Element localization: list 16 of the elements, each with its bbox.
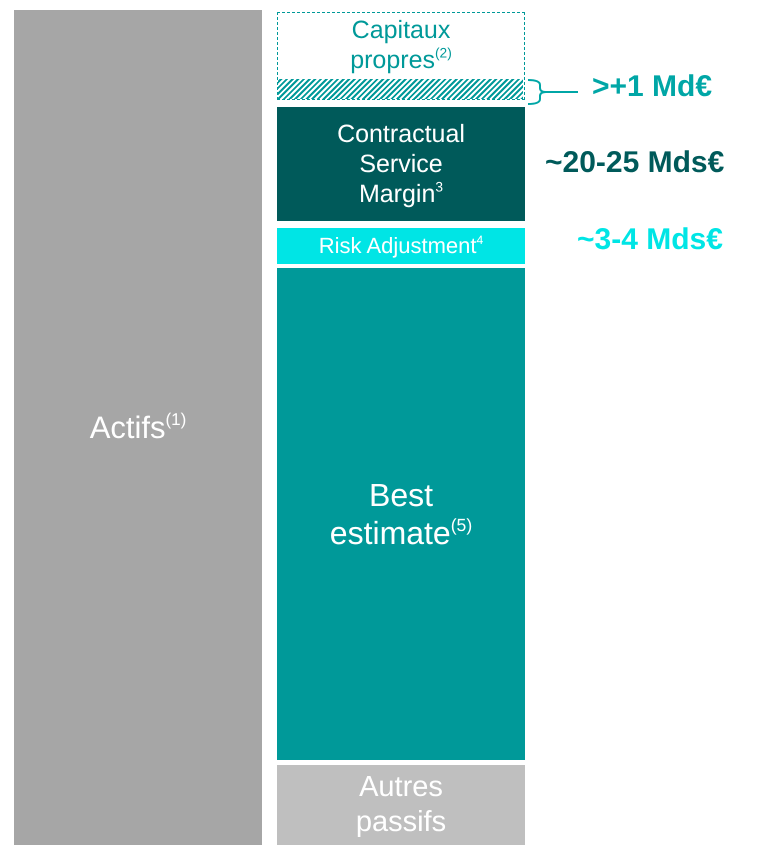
amount-label: ~20-25 Mds€ bbox=[545, 146, 724, 180]
stacked-bar-segment bbox=[14, 10, 262, 845]
stacked-bar-segment bbox=[277, 268, 525, 760]
segment-label: Actifs$^{(1)}$ bbox=[90, 408, 186, 446]
amount-label: >+1 Md€ bbox=[592, 70, 712, 104]
hatched-bar bbox=[278, 79, 523, 99]
segment-label: Capitaux propres$^{(2)}$ bbox=[349, 15, 453, 75]
dashed-segment bbox=[277, 12, 525, 100]
stacked-bar-segment bbox=[277, 228, 525, 264]
segment-label: Contractual Service Margin$^{3}$ bbox=[336, 119, 466, 209]
amount-label: ~3-4 Mds€ bbox=[577, 223, 723, 257]
segment-label: Autres passifs bbox=[354, 770, 448, 840]
segment-label: Risk Adjustment$^{4}$ bbox=[318, 232, 484, 260]
stacked-bar-segment bbox=[277, 765, 525, 845]
segment-label: Best estimate$^{(5)}$ bbox=[328, 476, 474, 552]
stacked-bar-segment bbox=[277, 107, 525, 221]
